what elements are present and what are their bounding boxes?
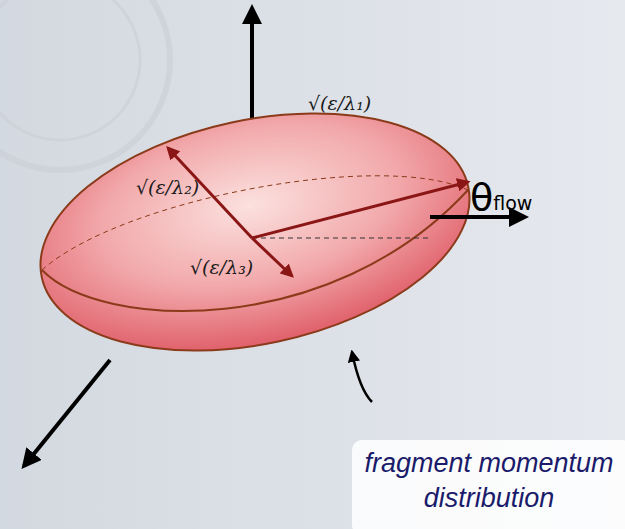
- ellipsoid: [18, 77, 491, 387]
- semi-axis-1: [252, 182, 468, 238]
- dashed-guide: [252, 238, 430, 239]
- semi-axis-label: √(ε/λ₃): [190, 256, 253, 278]
- watermark: [0, 0, 140, 140]
- caption-panel: [352, 440, 625, 529]
- angle-label: θflow: [470, 178, 532, 216]
- caption-text: fragment momentum distribution: [358, 446, 620, 516]
- semi-axis-label: √(ε/λ₁): [308, 92, 371, 114]
- x-axis: [24, 360, 110, 466]
- equator-front: [42, 190, 468, 311]
- equator-back: [42, 176, 468, 270]
- semi-axis-label: √(ε/λ₂): [136, 176, 199, 198]
- callout-arrow: [352, 352, 372, 402]
- watermark: [0, 0, 170, 170]
- semi-axis-3: [252, 238, 292, 276]
